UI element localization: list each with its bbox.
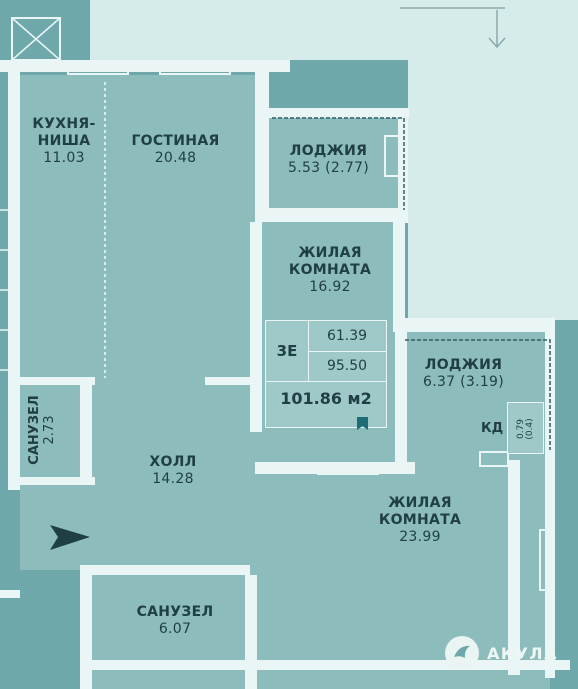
windows bbox=[67, 63, 551, 591]
room-kitchen-name-1: КУХНЯ- bbox=[32, 116, 96, 132]
room-bedroom-2-name-1: ЖИЛАЯ bbox=[388, 495, 452, 511]
room-kitchen: КУХНЯ- НИША 11.03 bbox=[24, 116, 104, 167]
kd-area: 0.79 (0.4) bbox=[516, 407, 535, 451]
room-living-name: ГОСТИНАЯ bbox=[131, 133, 220, 149]
kd-area-2: (0.4) bbox=[525, 418, 535, 440]
room-kitchen-name-2: НИША bbox=[37, 133, 91, 149]
room-loggia-right-area: 6.37 (3.19) bbox=[422, 374, 505, 390]
right-light-area bbox=[408, 50, 578, 320]
room-bedroom-1-area: 16.92 bbox=[309, 279, 351, 295]
room-bathroom-large: САНУЗЕЛ 6.07 bbox=[115, 604, 235, 638]
apartment-info-box: 3Е 61.39 95.50 101.86 м2 bbox=[265, 320, 387, 428]
apartment-total-area: 101.86 м2 bbox=[280, 388, 372, 408]
room-bedroom-1-name-1: ЖИЛАЯ bbox=[298, 245, 362, 261]
apartment-code: 3Е bbox=[266, 321, 309, 382]
room-hall-name: ХОЛЛ bbox=[149, 454, 197, 470]
room-bathroom-large-name: САНУЗЕЛ bbox=[136, 604, 214, 620]
room-bedroom-2-name-2: КОМНАТА bbox=[378, 512, 462, 528]
room-bathroom-small-area: 2.73 bbox=[42, 415, 57, 445]
entrance-arrow-icon bbox=[50, 525, 90, 550]
apartment-value-1: 61.39 bbox=[308, 321, 386, 352]
room-bathroom-large-area: 6.07 bbox=[158, 621, 192, 637]
watermark-logo: АКУЛА bbox=[445, 636, 558, 670]
room-kitchen-area: 11.03 bbox=[43, 150, 85, 166]
kd-box: 0.79 (0.4) bbox=[507, 402, 544, 454]
kd-label: КД bbox=[481, 421, 504, 436]
room-loggia-right: ЛОДЖИЯ 6.37 (3.19) bbox=[411, 357, 516, 391]
balcony-rails bbox=[272, 117, 551, 450]
room-hall: ХОЛЛ 14.28 bbox=[128, 454, 218, 488]
logo-text: АКУЛА bbox=[487, 643, 558, 663]
room-bathroom-small-name: САНУЗЕЛ bbox=[27, 395, 42, 465]
top-stair-diag2 bbox=[11, 17, 61, 61]
walls bbox=[0, 60, 570, 689]
top-down-arrow-icon bbox=[400, 7, 506, 49]
room-hall-area: 14.28 bbox=[152, 471, 194, 487]
left-hatch bbox=[0, 209, 10, 371]
room-loggia-top: ЛОДЖИЯ 5.53 (2.77) bbox=[276, 143, 381, 177]
room-bedroom-1-name-2: КОМНАТА bbox=[288, 262, 372, 278]
room-bathroom-small: САНУЗЕЛ 2.73 bbox=[27, 390, 61, 470]
bookmark-icon[interactable] bbox=[357, 417, 368, 430]
room-loggia-top-name: ЛОДЖИЯ bbox=[289, 143, 368, 159]
room-bedroom-1: ЖИЛАЯ КОМНАТА 16.92 bbox=[270, 245, 390, 296]
apartment-value-2: 95.50 bbox=[308, 351, 386, 382]
room-bedroom-2-area: 23.99 bbox=[399, 529, 441, 545]
shark-logo-icon bbox=[445, 636, 479, 670]
room-bedroom-2: ЖИЛАЯ КОМНАТА 23.99 bbox=[355, 495, 485, 546]
room-loggia-right-name: ЛОДЖИЯ bbox=[424, 357, 503, 373]
room-loggia-top-area: 5.53 (2.77) bbox=[287, 160, 370, 176]
room-living-area: 20.48 bbox=[154, 150, 197, 166]
room-living: ГОСТИНАЯ 20.48 bbox=[118, 133, 233, 167]
